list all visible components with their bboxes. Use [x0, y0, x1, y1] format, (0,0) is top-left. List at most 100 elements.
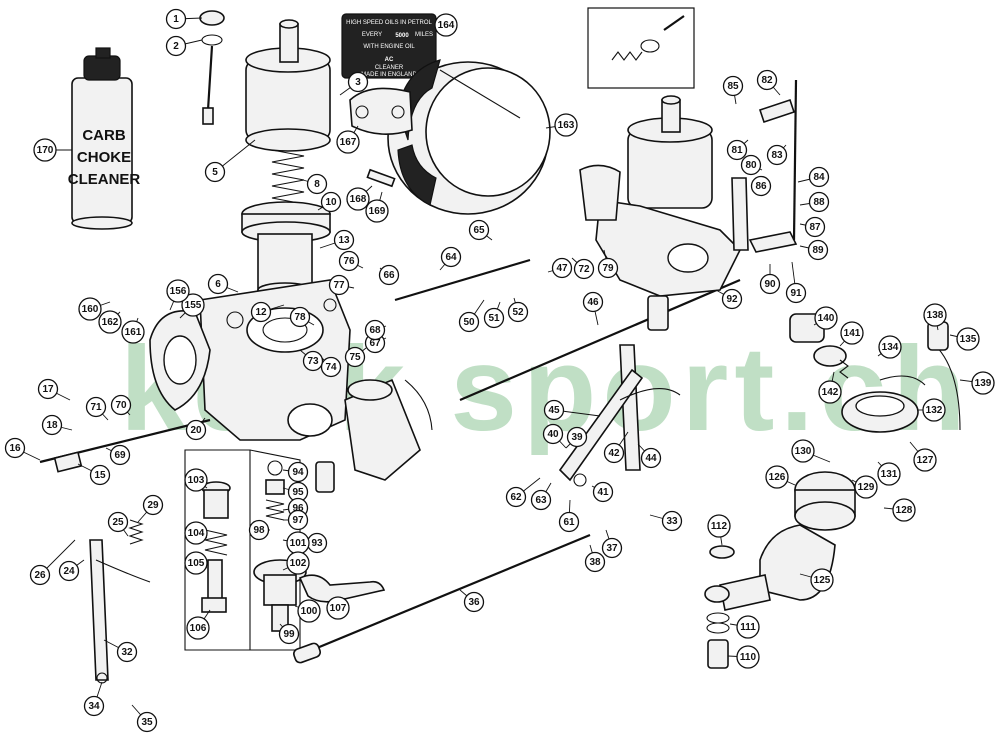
callout-circle	[597, 257, 619, 279]
air-cleaner-housing	[387, 59, 551, 215]
callout-circle	[726, 139, 748, 161]
callout-circle	[854, 475, 878, 499]
callout-circle	[306, 173, 328, 195]
callout-92: 92	[721, 288, 743, 310]
callout-circle	[483, 307, 505, 329]
callout-112: 112	[707, 514, 731, 538]
callout-12: 12	[250, 301, 272, 323]
callout-number: 106	[190, 623, 207, 634]
callout-16: 16	[4, 437, 26, 459]
callout-29: 29	[142, 494, 164, 516]
callout-98: 98	[248, 519, 270, 541]
callout-number: 47	[556, 263, 568, 274]
plate-miles-unit: MILES	[415, 32, 433, 38]
callout-circle	[543, 399, 565, 421]
callout-47: 47	[551, 257, 573, 279]
left-piston	[241, 201, 331, 330]
plate-line6: CLEANER	[375, 65, 404, 71]
left-float-chamber	[315, 378, 433, 493]
callout-110: 110	[736, 645, 760, 669]
callout-111: 111	[736, 615, 760, 639]
callout-number: 44	[645, 453, 657, 464]
plate-line7: MADE IN ENGLAND	[361, 72, 417, 78]
left-piston-spring	[271, 149, 305, 205]
callout-circle	[458, 311, 480, 333]
callout-number: 67	[369, 338, 381, 349]
callout-circle	[378, 264, 400, 286]
callout-38: 38	[584, 551, 606, 573]
callout-number: 51	[488, 313, 500, 324]
callout-number: 10	[325, 197, 337, 208]
callout-number: 36	[468, 597, 480, 608]
callout-72: 72	[573, 258, 595, 280]
callout-132: 132	[922, 398, 946, 422]
callout-number: 100	[301, 606, 318, 617]
callout-number: 93	[311, 538, 323, 549]
callout-number: 139	[975, 378, 992, 389]
callout-number: 6	[215, 279, 221, 290]
left-pedal-linkage	[89, 519, 151, 684]
callout-91: 91	[785, 282, 807, 304]
callout-36: 36	[463, 591, 485, 613]
callout-number: 24	[63, 566, 75, 577]
callout-103: 103	[184, 468, 208, 492]
callout-number: 162	[102, 317, 119, 328]
plate-line2: EVERY	[362, 32, 382, 38]
callout-number: 167	[340, 137, 357, 148]
callout-107: 107	[326, 596, 350, 620]
callout-circle	[207, 273, 229, 295]
callout-63: 63	[530, 489, 552, 511]
callout-circle	[877, 462, 901, 486]
callout-81: 81	[726, 139, 748, 161]
callout-65: 65	[468, 219, 490, 241]
callout-39: 39	[566, 426, 588, 448]
callout-number: 102	[290, 558, 307, 569]
callout-circle	[37, 378, 59, 400]
callout-74: 74	[320, 356, 342, 378]
inlet-flange	[149, 310, 211, 411]
callout-number: 40	[547, 429, 559, 440]
callout-circle	[336, 130, 360, 154]
callout-circle	[661, 510, 683, 532]
callout-circle	[302, 350, 324, 372]
callout-number: 29	[147, 500, 159, 511]
callout-17: 17	[37, 378, 59, 400]
callout-circle	[923, 303, 947, 327]
callout-86: 86	[750, 175, 772, 197]
callout-number: 89	[812, 245, 824, 256]
callout-number: 62	[510, 492, 522, 503]
callout-circle	[328, 274, 350, 296]
callout-circle	[320, 356, 342, 378]
callout-number: 98	[253, 525, 265, 536]
callout-number: 46	[587, 297, 599, 308]
callout-circle	[804, 216, 826, 238]
callout-number: 17	[42, 384, 54, 395]
filter-bolt	[366, 168, 396, 188]
callout-circle	[592, 481, 614, 503]
pump-outer-casing	[704, 524, 836, 611]
carb-cleaner-can: CARB CHOKE CLEANER	[68, 47, 140, 230]
callout-79: 79	[597, 257, 619, 279]
callout-number: 103	[188, 475, 205, 486]
callout-167: 167	[336, 130, 360, 154]
callout-circle	[956, 327, 980, 351]
callout-number: 97	[292, 515, 304, 526]
callout-89: 89	[807, 239, 829, 261]
callout-163: 163	[554, 113, 578, 137]
throttle-rods	[292, 258, 741, 664]
callout-circle	[347, 71, 369, 93]
callout-99: 99	[278, 623, 300, 645]
callout-circle	[434, 13, 458, 37]
callout-76: 76	[338, 250, 360, 272]
callout-84: 84	[808, 166, 830, 188]
callout-number: 160	[82, 304, 99, 315]
callout-number: 8	[314, 179, 320, 190]
callout-102: 102	[286, 551, 310, 575]
callout-circle	[286, 551, 310, 575]
callout-34: 34	[83, 695, 105, 717]
callout-51: 51	[483, 307, 505, 329]
callout-circle	[89, 464, 111, 486]
callout-circle	[287, 509, 309, 531]
